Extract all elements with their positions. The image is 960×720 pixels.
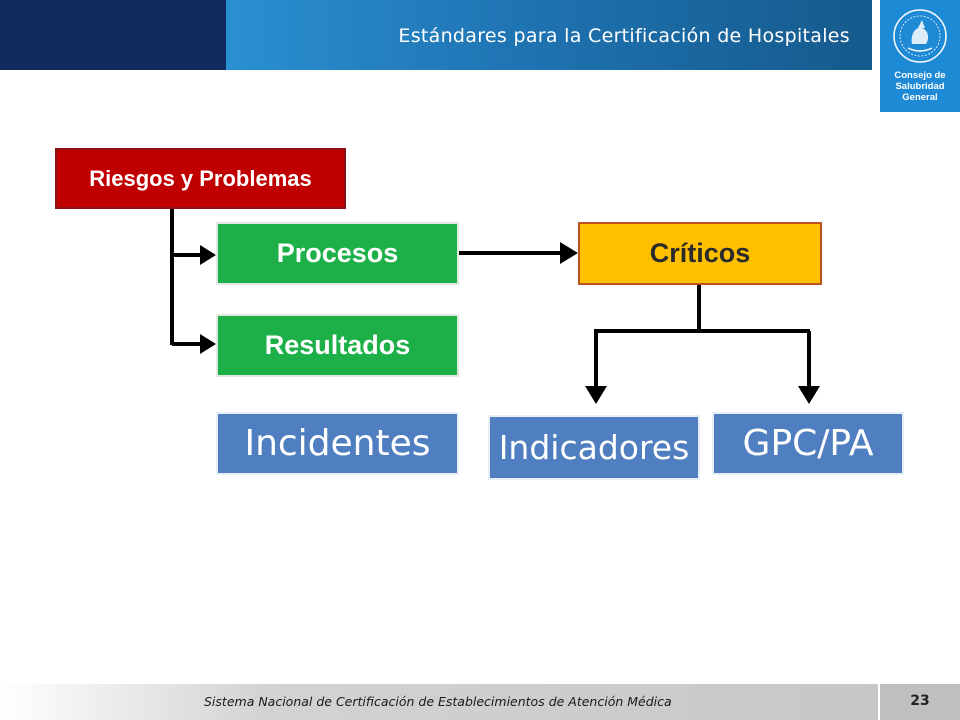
gpc-arrowhead xyxy=(798,386,820,404)
procesos-box: Procesos xyxy=(216,222,459,285)
header-dark-block xyxy=(0,0,226,70)
footer-text: Sistema Nacional de Certificación de Est… xyxy=(204,694,672,709)
footer-bar xyxy=(0,684,878,720)
riesgos-problemas-box: Riesgos y Problemas xyxy=(55,148,346,209)
logo-line-3: General xyxy=(902,92,938,103)
header-band xyxy=(226,0,872,70)
riesgos-problemas-label: Riesgos y Problemas xyxy=(89,165,312,191)
resultados-arrowhead xyxy=(200,334,216,354)
criticos-box: Críticos xyxy=(578,222,822,285)
gpc-pa-box: GPC/PA xyxy=(712,412,904,475)
criticos-arrowhead xyxy=(560,242,578,264)
logo-line-1: Consejo de xyxy=(894,70,946,81)
logo-line-2: Salubridad xyxy=(895,81,945,92)
procesos-label: Procesos xyxy=(276,238,399,268)
page-number: 23 xyxy=(910,693,930,709)
page-number-box: 23 xyxy=(880,684,960,720)
resultados-label: Resultados xyxy=(264,330,411,360)
indicadores-arrowhead xyxy=(585,386,607,404)
logo-box: Consejo de Salubridad General xyxy=(880,0,960,112)
indicadores-box: Indicadores xyxy=(488,415,700,480)
logo-text: Consejo de Salubridad General xyxy=(880,70,960,103)
coat-of-arms-icon xyxy=(893,9,947,63)
header-title: Estándares para la Certificación de Hosp… xyxy=(398,25,850,47)
procesos-arrowhead xyxy=(200,245,216,265)
criticos-label: Críticos xyxy=(649,238,751,268)
incidentes-box: Incidentes xyxy=(216,412,459,475)
incidentes-label: Incidentes xyxy=(244,423,431,464)
indicadores-label: Indicadores xyxy=(498,428,690,467)
gpc-pa-label: GPC/PA xyxy=(742,423,874,464)
resultados-box: Resultados xyxy=(216,314,459,377)
